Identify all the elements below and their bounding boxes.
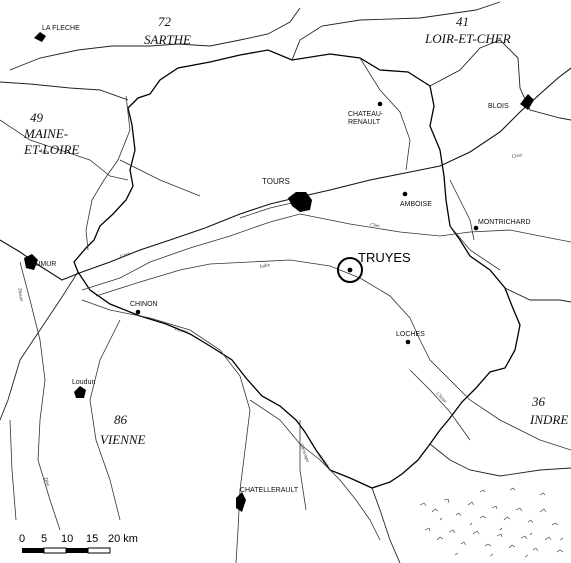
cher-river	[81, 213, 571, 291]
dept-indre-name: INDRE	[529, 412, 568, 427]
dept-indre-number: 36	[531, 394, 546, 409]
forest-pattern	[419, 487, 564, 558]
river-label-loire: Loire	[118, 252, 131, 261]
amboise-marker	[402, 191, 408, 197]
tributary	[9, 419, 17, 521]
la-fleche-marker	[34, 32, 46, 42]
town-label-saumur: SAUMUR	[26, 261, 56, 268]
truyes-label: TRUYES	[358, 250, 411, 265]
river-label-loir: Loir	[39, 149, 49, 156]
river-label-claise: Claise	[435, 392, 448, 405]
border-86-36	[429, 443, 571, 477]
dept-maine-et-loire-name-line2: ET-LOIRE	[23, 142, 79, 157]
chatellerault-marker	[236, 492, 246, 512]
thouet-river	[19, 261, 61, 531]
river-label-vienne: Vienne	[174, 327, 189, 335]
town-label-loudun: Loudun	[72, 379, 95, 386]
sarthe-border-north	[9, 7, 301, 71]
creuse-river	[249, 399, 381, 541]
dept-sarthe-name: SARTHE	[144, 32, 191, 47]
tributary	[359, 57, 411, 171]
tributary	[449, 225, 501, 271]
river-label-cisse: Cisse	[511, 153, 523, 160]
scale-label-15: 15	[86, 533, 98, 545]
truyes-marker	[347, 267, 353, 273]
montrichard-marker	[473, 225, 479, 231]
saumur-marker	[24, 254, 38, 270]
tributary	[85, 95, 131, 251]
town-label-amboise: AMBOISE	[400, 201, 432, 208]
dept-maine-et-loire-name-line1: MAINE-	[23, 126, 68, 141]
border-41-72	[291, 1, 501, 61]
sarthe-49-border	[0, 81, 129, 101]
river-label-thouet: Thouet	[16, 287, 23, 302]
scale-label-20km: 20 km	[108, 533, 138, 545]
town-label-chatellerault: CHATELLERAULT	[240, 487, 299, 494]
scale-label-10: 10	[61, 533, 73, 545]
chinon-marker	[135, 309, 141, 315]
town-label-chateau-renault-line1: CHATEAU-	[348, 111, 384, 118]
claise-river	[409, 369, 471, 441]
scale-label-0: 0	[19, 533, 25, 545]
river-label-dive: Dive	[42, 476, 51, 488]
dept-vienne-number: 86	[114, 412, 128, 427]
town-label-loches: LOCHES	[396, 331, 425, 338]
town-label-montrichard: MONTRICHARD	[478, 219, 531, 226]
indre-et-loire-boundary	[73, 49, 521, 489]
tributary	[119, 159, 201, 197]
border-41-36	[504, 287, 571, 303]
indre-river	[95, 259, 571, 451]
loir-river	[0, 119, 129, 181]
dept-loir-et-cher-name: LOIR-ET-CHER	[424, 31, 511, 46]
chateau-renault-marker	[377, 101, 383, 107]
blois-marker	[520, 94, 534, 110]
loudun-marker	[74, 386, 86, 398]
border-86-east	[371, 487, 401, 563]
town-label-la-fleche: LA FLECHE	[42, 25, 80, 32]
town-label-chateau-renault-line2: RENAULT	[348, 119, 381, 126]
town-label-tours: TOURS	[262, 177, 290, 186]
loire-river	[0, 67, 571, 281]
tours-marker	[288, 192, 312, 212]
river-label-cher: Cher	[370, 223, 381, 229]
scale-bar: 0 5 10 15 20 km	[19, 533, 138, 554]
truyes-highlight-circle[interactable]	[337, 257, 363, 283]
dept-vienne-name: VIENNE	[100, 432, 146, 447]
loches-marker	[405, 339, 411, 345]
river-label-indre: Indre	[258, 263, 271, 270]
loire-river-branch	[239, 201, 297, 219]
tributary	[89, 319, 121, 521]
town-label-chinon: CHINON	[130, 301, 158, 308]
scale-label-5: 5	[41, 533, 47, 545]
border-49-86	[0, 271, 79, 421]
tributary	[299, 420, 307, 511]
river-label-gartempe: Gartempe	[298, 443, 310, 464]
border-41-east	[429, 39, 571, 121]
town-label-blois: BLOIS	[488, 103, 509, 110]
dept-sarthe-number: 72	[158, 14, 172, 29]
dept-maine-et-loire-number: 49	[30, 110, 44, 125]
tributary	[449, 179, 475, 241]
dept-loir-et-cher-number: 41	[456, 14, 469, 29]
